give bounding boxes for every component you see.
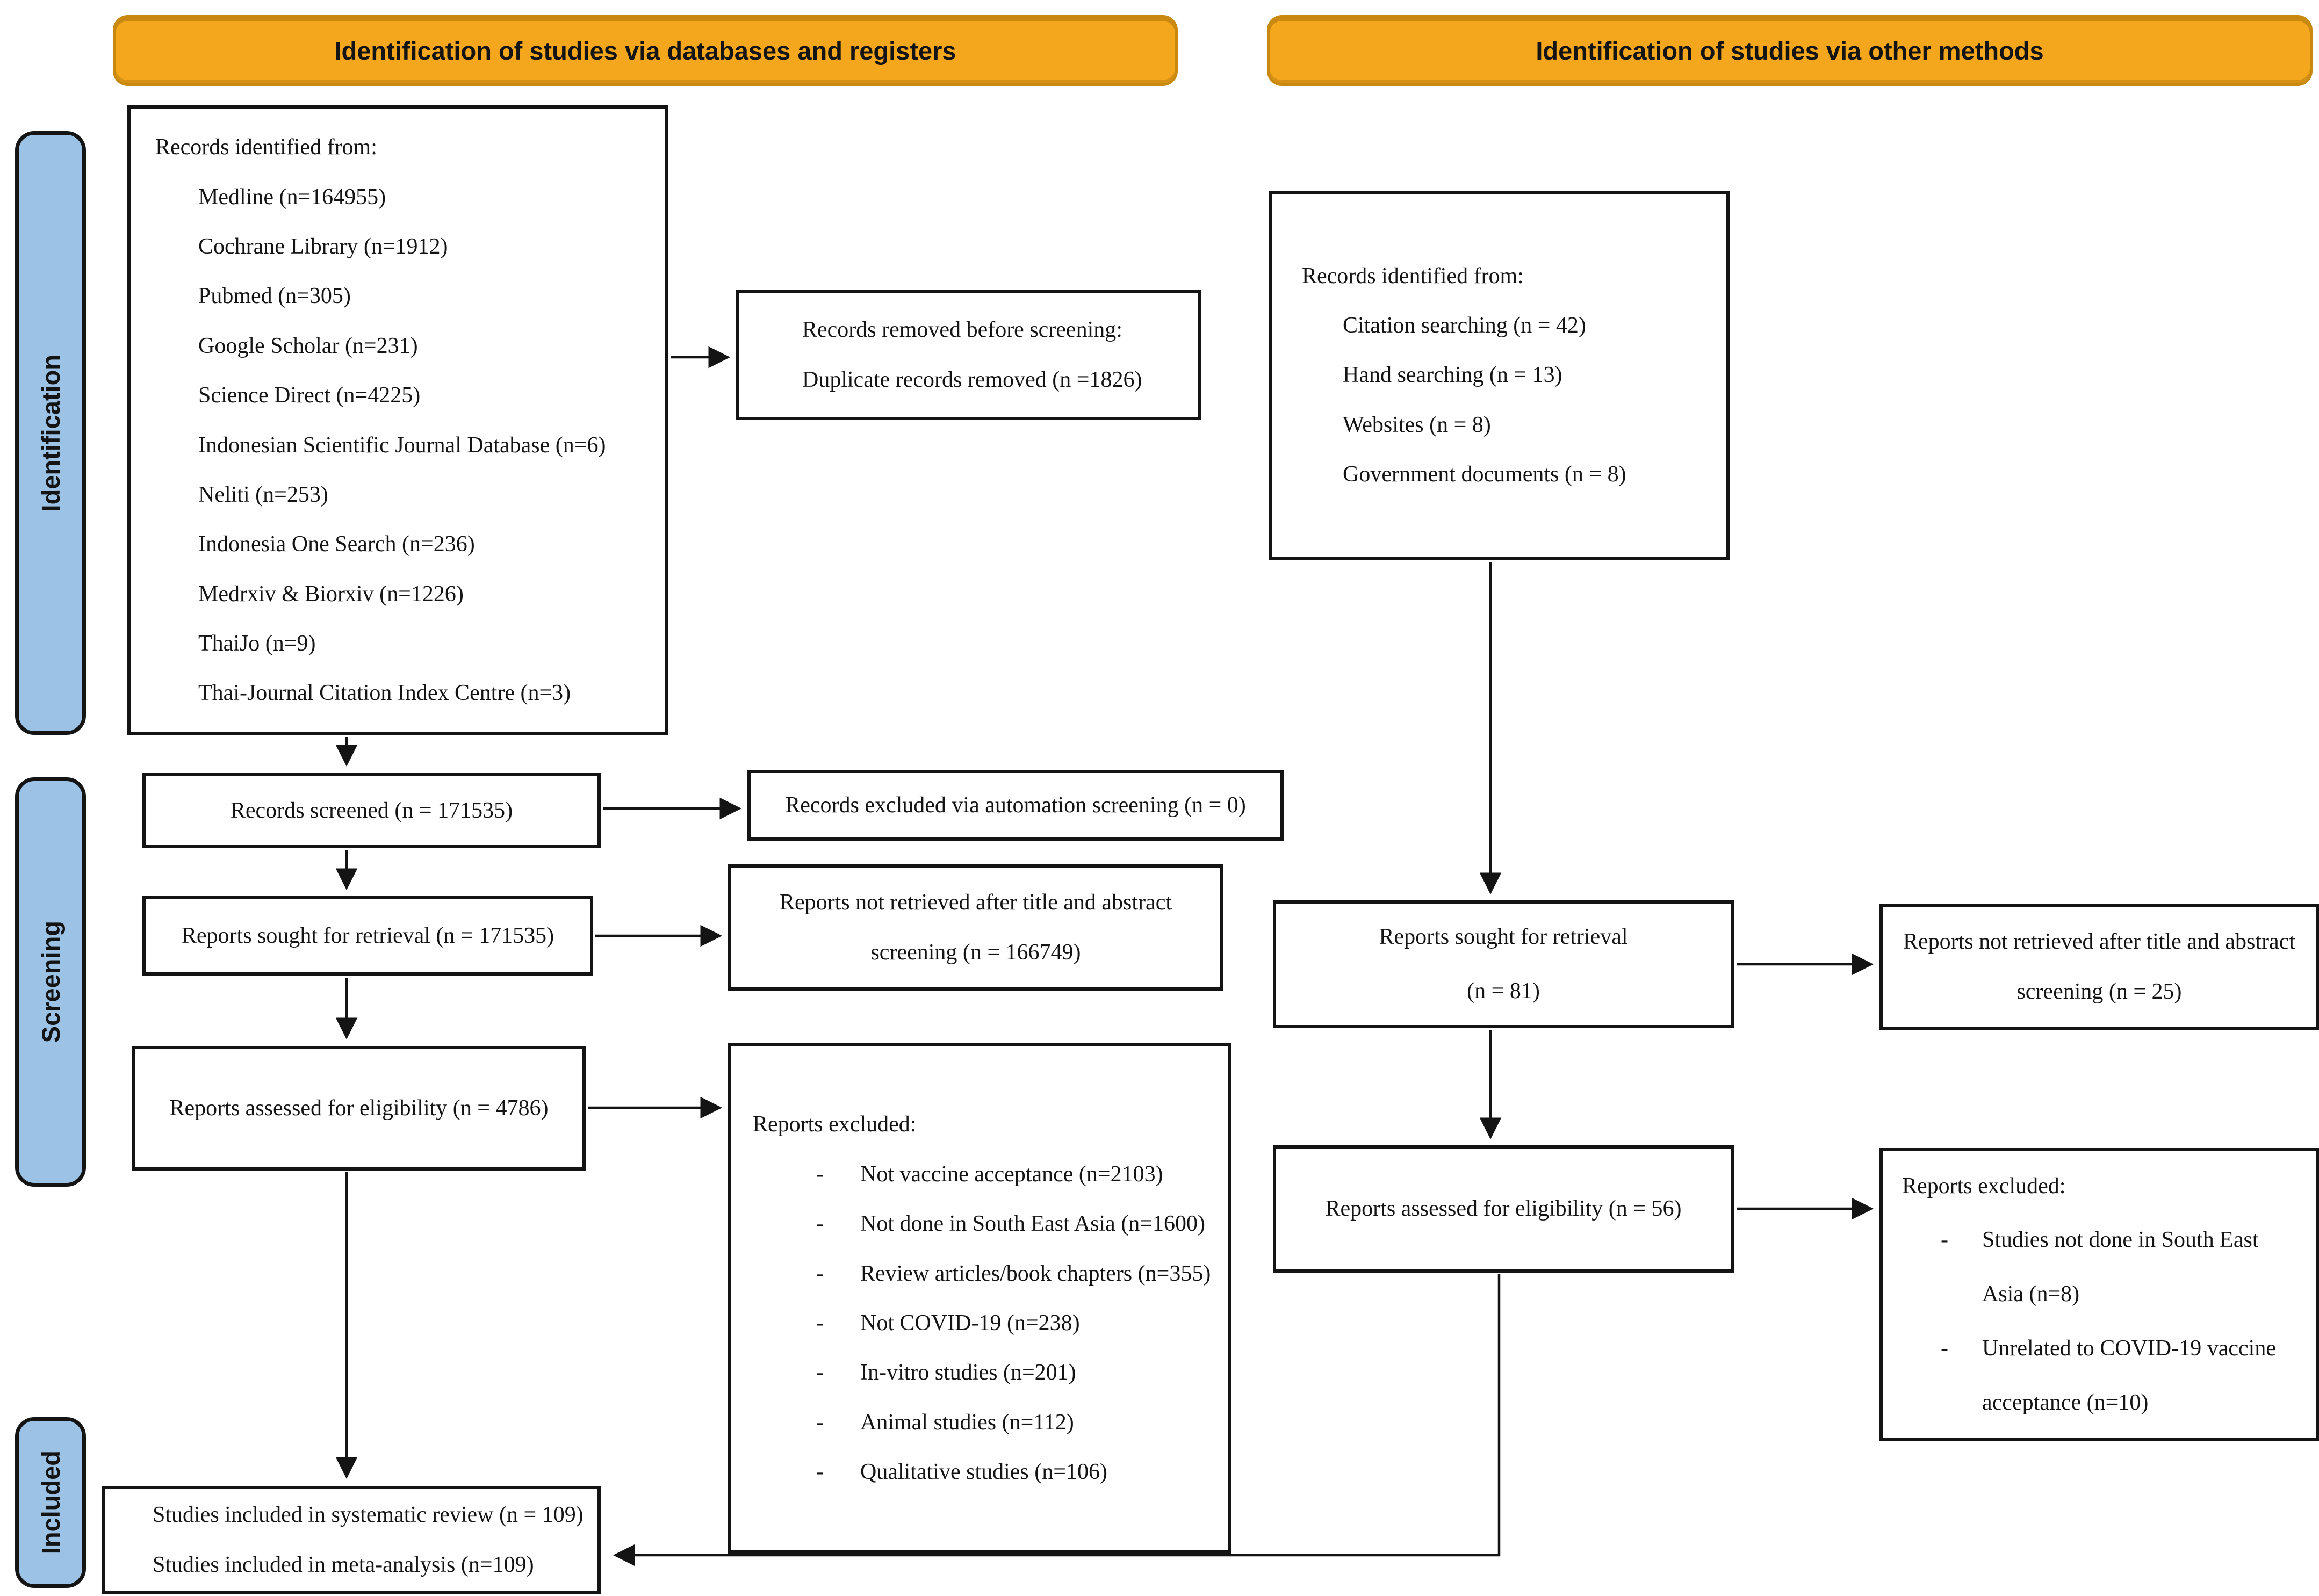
excluded-reason-text: In-vitro studies (n=201) bbox=[860, 1360, 1076, 1385]
included-meta-analysis-label: Studies included in meta-analysis (n=109… bbox=[153, 1552, 534, 1577]
records-screened-label: Records screened (n = 171535) bbox=[230, 798, 513, 823]
bullet-dash: - bbox=[816, 1460, 824, 1485]
box-other-reports-assessed: Reports assessed for eligibility (n = 56… bbox=[1273, 1145, 1734, 1273]
other-excluded-title: Reports excluded: bbox=[1902, 1173, 2066, 1198]
stage-identification: Identification bbox=[15, 131, 86, 735]
excluded-reason-text: Unrelated to COVID-19 vaccine acceptance… bbox=[1982, 1335, 2276, 1415]
banner-other-methods: Identification of studies via other meth… bbox=[1267, 15, 2313, 86]
excluded-reason-text: Review articles/book chapters (n=355) bbox=[860, 1261, 1211, 1286]
database-item: Indonesian Scientific Journal Database (… bbox=[198, 432, 606, 458]
database-item: Thai-Journal Citation Index Centre (n=3) bbox=[198, 681, 571, 706]
records-removed-title: Records removed before screening: bbox=[802, 317, 1122, 343]
reports-not-retrieved-label: Reports not retrieved after title and ab… bbox=[779, 890, 1172, 965]
banner-databases-registers-label: Identification of studies via databases … bbox=[334, 36, 956, 65]
bullet-dash: - bbox=[816, 1161, 824, 1187]
database-item: Medrxiv & Biorxiv (n=1226) bbox=[198, 581, 464, 606]
excluded-reason-text: Not done in South East Asia (n=1600) bbox=[860, 1211, 1205, 1237]
database-item: Cochrane Library (n=1912) bbox=[198, 234, 448, 259]
box-records-identified-other: Records identified from: Citation search… bbox=[1269, 191, 1730, 560]
database-item: Neliti (n=253) bbox=[198, 482, 328, 507]
box-reports-excluded: Reports excluded: - Not vaccine acceptan… bbox=[728, 1043, 1231, 1554]
bullet-dash: - bbox=[816, 1311, 824, 1335]
excluded-reason: - Review articles/book chapters (n=355) bbox=[731, 1249, 1228, 1298]
box-records-excluded-automation: Records excluded via automation screenin… bbox=[747, 770, 1284, 841]
database-item: Science Direct (n=4225) bbox=[198, 383, 421, 408]
banner-databases-registers: Identification of studies via databases … bbox=[113, 15, 1178, 86]
other-reports-not-retrieved-label: Reports not retrieved after title and ab… bbox=[1903, 929, 2296, 1004]
automation-excluded-label: Records excluded via automation screenin… bbox=[785, 792, 1246, 818]
other-source-item: Hand searching (n = 13) bbox=[1343, 363, 1562, 388]
stage-included: Included bbox=[15, 1417, 86, 1588]
box-other-reports-excluded: Reports excluded: - Studies not done in … bbox=[1879, 1148, 2319, 1441]
stage-screening-label: Screening bbox=[36, 921, 65, 1043]
other-reports-sought-count: (n = 81) bbox=[1467, 979, 1540, 1003]
excluded-reason-text: Qualitative studies (n=106) bbox=[860, 1460, 1107, 1485]
box-records-removed: Records removed before screening: Duplic… bbox=[736, 290, 1201, 420]
bullet-dash: - bbox=[816, 1211, 824, 1237]
excluded-reason-text: Studies not done in South East Asia (n=8… bbox=[1982, 1227, 2259, 1307]
box-reports-assessed: Reports assessed for eligibility (n = 47… bbox=[132, 1046, 586, 1171]
banner-other-methods-label: Identification of studies via other meth… bbox=[1536, 36, 2044, 65]
excluded-reason: - Unrelated to COVID-19 vaccine acceptan… bbox=[1883, 1321, 2316, 1430]
records-identified-title: Records identified from: bbox=[155, 135, 377, 160]
bullet-dash: - bbox=[1941, 1335, 1948, 1361]
duplicates-removed-label: Duplicate records removed (n =1826) bbox=[802, 367, 1142, 392]
excluded-reason: - Not COVID-19 (n=238) bbox=[731, 1298, 1228, 1348]
excluded-reason: - Studies not done in South East Asia (n… bbox=[1883, 1213, 2316, 1321]
stage-screening: Screening bbox=[15, 777, 86, 1187]
database-item: Pubmed (n=305) bbox=[198, 284, 351, 309]
excluded-reason: - In-vitro studies (n=201) bbox=[731, 1348, 1228, 1397]
excluded-reason: - Not vaccine acceptance (n=2103) bbox=[731, 1150, 1228, 1199]
other-source-item: Government documents (n = 8) bbox=[1343, 462, 1626, 487]
reports-sought-label: Reports sought for retrieval (n = 171535… bbox=[181, 923, 554, 948]
bullet-dash: - bbox=[1941, 1227, 1948, 1253]
excluded-reason: - Animal studies (n=112) bbox=[731, 1398, 1228, 1447]
bullet-dash: - bbox=[816, 1261, 824, 1286]
reports-assessed-label: Reports assessed for eligibility (n = 47… bbox=[169, 1095, 549, 1121]
excluded-reason: - Not done in South East Asia (n=1600) bbox=[731, 1199, 1228, 1248]
other-reports-assessed-label: Reports assessed for eligibility (n = 56… bbox=[1325, 1196, 1682, 1222]
excluded-reason: - Qualitative studies (n=106) bbox=[731, 1447, 1228, 1497]
included-systematic-review-label: Studies included in systematic review (n… bbox=[153, 1503, 584, 1528]
database-item: Google Scholar (n=231) bbox=[198, 333, 418, 358]
other-reports-sought-label: Reports sought for retrieval bbox=[1379, 925, 1628, 950]
box-studies-included: Studies included in systematic review (n… bbox=[102, 1486, 601, 1594]
box-reports-not-retrieved: Reports not retrieved after title and ab… bbox=[728, 864, 1223, 991]
box-other-reports-not-retrieved: Reports not retrieved after title and ab… bbox=[1879, 904, 2319, 1030]
stage-included-label: Included bbox=[36, 1450, 65, 1555]
excluded-reason-text: Not vaccine acceptance (n=2103) bbox=[860, 1161, 1163, 1187]
box-records-identified-databases: Records identified from: Medline (n=1649… bbox=[127, 105, 668, 735]
box-other-reports-sought: Reports sought for retrieval (n = 81) bbox=[1273, 900, 1734, 1028]
stage-identification-label: Identification bbox=[36, 354, 65, 512]
database-item: Medline (n=164955) bbox=[198, 184, 386, 210]
bullet-dash: - bbox=[816, 1410, 824, 1435]
other-source-item: Websites (n = 8) bbox=[1343, 412, 1491, 437]
database-item: ThaiJo (n=9) bbox=[198, 631, 316, 656]
reports-excluded-title: Reports excluded: bbox=[753, 1112, 917, 1137]
database-item: Indonesia One Search (n=236) bbox=[198, 532, 475, 557]
box-records-screened: Records screened (n = 171535) bbox=[142, 773, 601, 848]
other-source-item: Citation searching (n = 42) bbox=[1343, 313, 1586, 338]
excluded-reason-text: Animal studies (n=112) bbox=[860, 1410, 1074, 1435]
excluded-reason-text: Not COVID-19 (n=238) bbox=[860, 1311, 1080, 1335]
bullet-dash: - bbox=[816, 1360, 824, 1385]
box-reports-sought: Reports sought for retrieval (n = 171535… bbox=[142, 896, 593, 976]
other-identified-title: Records identified from: bbox=[1302, 263, 1524, 288]
